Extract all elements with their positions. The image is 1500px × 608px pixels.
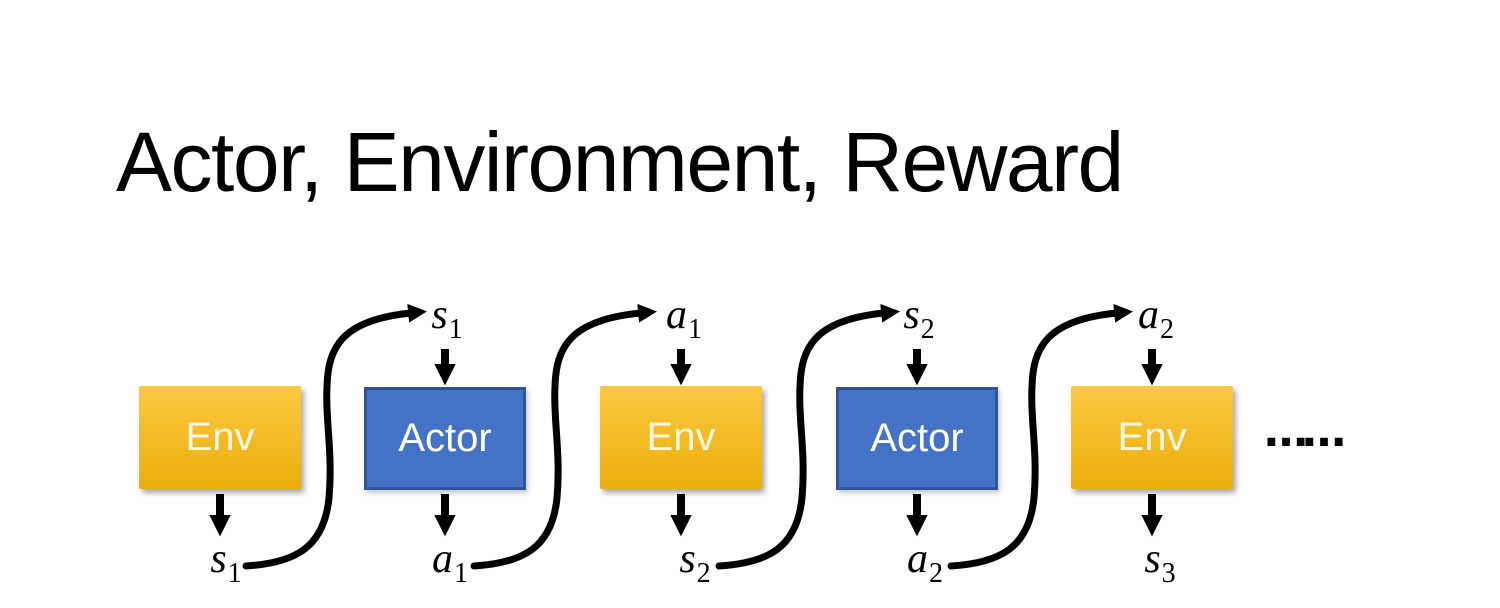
env-box-2-label: Env (646, 415, 716, 459)
label-a1-top-sub: 1 (688, 314, 702, 345)
ellipsis: …… (1264, 406, 1346, 457)
env-box-3-label: Env (1117, 415, 1187, 459)
actor-box-2-label: Actor (870, 416, 964, 460)
env-box-2: Env (600, 386, 762, 489)
label-a1-bottom-base: a (432, 536, 453, 582)
env-box-1: Env (139, 386, 301, 489)
env-box-3: Env (1071, 386, 1233, 489)
env-box-1-label: Env (185, 415, 255, 459)
label-a1-bottom-sub: 1 (454, 558, 468, 589)
label-s2-top: s2 (903, 292, 934, 344)
label-s2-bottom-sub: 2 (696, 558, 711, 589)
label-s1-top-base: s (431, 292, 448, 338)
label-a1-top: a1 (666, 292, 702, 344)
label-s1-top: s1 (431, 292, 462, 344)
label-s3-bottom-sub: 3 (1161, 558, 1176, 589)
label-s2-bottom-base: s (679, 536, 696, 582)
label-s3-bottom-base: s (1144, 536, 1161, 582)
curve-arrow-a1-bottom-to-a1-top (470, 303, 657, 570)
label-a2-bottom-sub: 2 (929, 558, 943, 589)
label-s2-top-base: s (903, 292, 920, 338)
actor-box-2: Actor (836, 387, 998, 490)
curve-arrow-s2-bottom-to-s2-top (715, 303, 900, 570)
label-s1-top-sub: 1 (448, 314, 463, 345)
label-s3-bottom: s3 (1144, 536, 1175, 588)
curve-arrow-s1-bottom-to-s1-top (242, 303, 427, 570)
label-a2-top: a2 (1138, 292, 1174, 344)
label-s1-bottom-base: s (210, 536, 227, 582)
label-a2-top-sub: 2 (1160, 314, 1174, 345)
label-a1-bottom: a1 (432, 536, 468, 588)
actor-box-1-label: Actor (398, 416, 492, 460)
label-s1-bottom: s1 (210, 536, 241, 588)
slide-title: Actor, Environment, Reward (116, 115, 1124, 209)
curve-arrow-a2-bottom-to-a2-top (947, 303, 1133, 570)
label-s2-bottom: s2 (679, 536, 710, 588)
label-a2-bottom: a2 (907, 536, 943, 588)
label-a2-top-base: a (1138, 292, 1159, 338)
label-s2-top-sub: 2 (920, 314, 935, 345)
actor-box-1: Actor (364, 387, 526, 490)
label-a1-top-base: a (666, 292, 687, 338)
label-s1-bottom-sub: 1 (227, 558, 242, 589)
label-a2-bottom-base: a (907, 536, 928, 582)
